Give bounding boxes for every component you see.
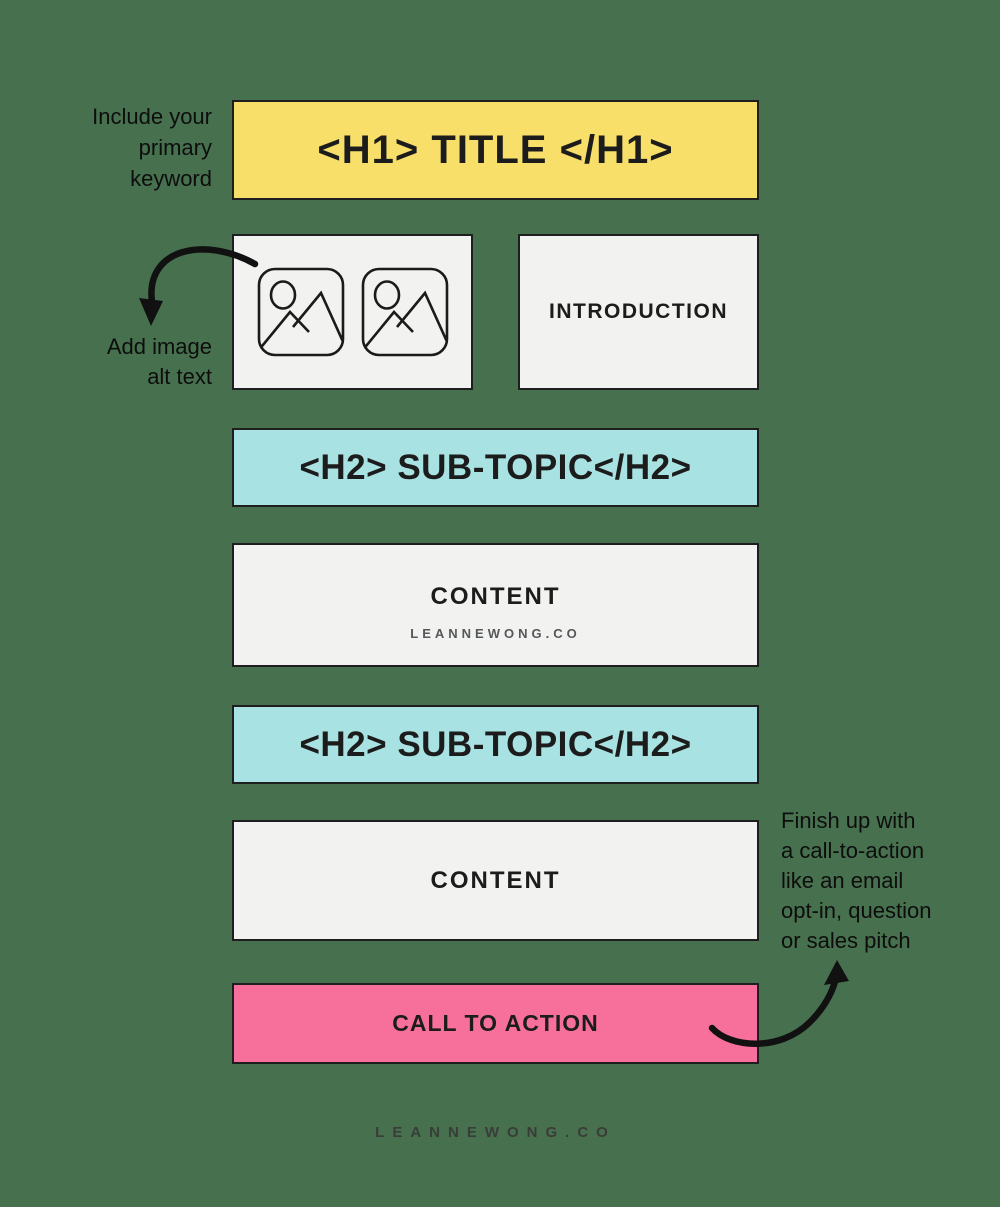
annotation-line: a call-to-action <box>781 838 925 863</box>
annotation-line: alt text <box>147 364 212 389</box>
images-block <box>232 234 473 390</box>
alt-text-annotation: Add image alt text <box>30 332 212 392</box>
content-label: CONTENT <box>430 866 561 894</box>
h1-title-label: <H1> TITLE </H1> <box>317 127 674 172</box>
h2-subtopic-block-1: <H2> SUB-TOPIC</H2> <box>232 428 759 507</box>
h2-subtopic-label: <H2> SUB-TOPIC</H2> <box>299 724 692 764</box>
h2-subtopic-block-2: <H2> SUB-TOPIC</H2> <box>232 705 759 784</box>
annotation-line: keyword <box>130 166 212 191</box>
annotation-line: opt-in, question <box>781 898 932 923</box>
alt-text-arrow-icon <box>139 246 259 326</box>
introduction-block: INTRODUCTION <box>518 234 759 390</box>
annotation-line: Finish up with <box>781 808 916 833</box>
h2-subtopic-label: <H2> SUB-TOPIC</H2> <box>299 447 692 487</box>
footer-brand: LEANNEWONG.CO <box>375 1124 616 1141</box>
content-block-2: CONTENT <box>232 820 759 941</box>
annotation-line: Add image <box>106 334 212 359</box>
annotation-line: or sales pitch <box>781 928 911 953</box>
annotation-line: primary <box>138 135 212 160</box>
content-block-1: CONTENT LEANNEWONG.CO <box>232 543 759 667</box>
call-to-action-label: CALL TO ACTION <box>392 1010 599 1036</box>
call-to-action-block: CALL TO ACTION <box>232 983 759 1064</box>
introduction-label: INTRODUCTION <box>549 300 728 323</box>
cta-annotation: Finish up with a call-to-action like an … <box>781 806 991 956</box>
keyword-annotation: Include your primary keyword <box>30 101 212 194</box>
image-placeholder-icon <box>257 267 344 357</box>
annotation-line: like an email <box>781 868 904 893</box>
annotation-line: Include your <box>92 104 212 129</box>
content-label: CONTENT <box>430 583 561 610</box>
h1-title-block: <H1> TITLE </H1> <box>232 100 759 200</box>
cta-arrow-icon <box>708 960 849 1047</box>
image-placeholder-icon <box>361 267 448 357</box>
watermark-text: LEANNEWONG.CO <box>410 626 581 641</box>
